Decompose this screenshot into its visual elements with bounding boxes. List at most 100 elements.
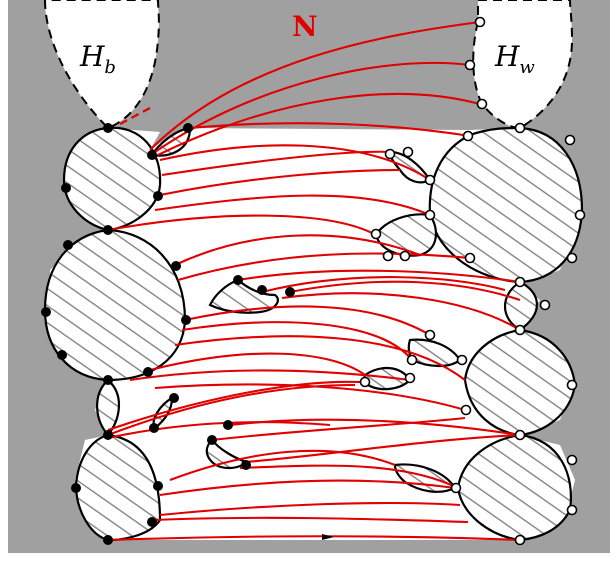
- label-hb: Hb: [79, 40, 116, 78]
- edge: [211, 416, 466, 442]
- vertex-black: [63, 240, 73, 250]
- vertex-black: [103, 430, 113, 440]
- edge: [149, 20, 481, 151]
- vertex-white: [424, 329, 436, 341]
- hb-region: [43, 0, 160, 130]
- edge: [239, 464, 459, 489]
- edge: [174, 234, 421, 266]
- vertex-black: [103, 225, 113, 235]
- vertex-white: [382, 250, 394, 262]
- edge: [261, 276, 506, 294]
- vertex-white: [514, 429, 526, 441]
- edge: [149, 352, 366, 376]
- edge: [107, 380, 361, 431]
- vertex-black: [149, 423, 159, 433]
- vertex-white: [464, 252, 476, 264]
- vertex-black: [41, 307, 51, 317]
- white-vertices: [359, 16, 586, 546]
- vertex-white: [514, 122, 526, 134]
- vertex-white: [384, 148, 396, 160]
- edge: [189, 122, 471, 138]
- vertex-white: [566, 454, 578, 466]
- vertex-black: [147, 517, 157, 527]
- black-vertices: [41, 123, 295, 545]
- vertex-black: [171, 261, 181, 271]
- vertex-white: [564, 134, 576, 146]
- edge: [237, 269, 521, 284]
- edge: [177, 252, 471, 282]
- vertex-black: [181, 315, 191, 325]
- vertex-white: [399, 250, 411, 262]
- vertex-black: [233, 275, 243, 285]
- vertex-white: [464, 59, 476, 71]
- vertex-white: [476, 98, 488, 110]
- hw-region: [472, 0, 574, 130]
- vertex-black: [207, 435, 217, 445]
- edge: [181, 321, 413, 361]
- vertex-black: [169, 393, 179, 403]
- edge: [154, 194, 431, 216]
- vertex-white: [474, 16, 486, 28]
- vertex-white: [460, 404, 472, 416]
- vertex-white: [566, 379, 578, 391]
- vertex-black: [257, 285, 267, 295]
- vertex-white: [566, 504, 578, 516]
- label-network: N: [292, 10, 318, 43]
- vertex-black: [61, 183, 71, 193]
- arrow-icon: [322, 534, 334, 540]
- edge: [229, 418, 521, 437]
- edge: [107, 383, 356, 436]
- vertex-white: [404, 372, 416, 384]
- edge: [154, 516, 469, 524]
- vertex-white: [402, 146, 414, 158]
- edge: [154, 61, 471, 153]
- vertex-black: [241, 460, 251, 470]
- edge: [184, 305, 431, 336]
- vertex-black: [103, 535, 113, 545]
- edge: [159, 144, 431, 181]
- vertex-white: [406, 354, 418, 366]
- edge: [107, 214, 377, 236]
- edge: [159, 479, 456, 497]
- vertex-white: [424, 174, 436, 186]
- edge: [281, 292, 521, 331]
- edge: [129, 369, 411, 382]
- vertex-white: [370, 228, 382, 240]
- vertex-black: [223, 420, 233, 430]
- label-hw: Hw: [494, 40, 535, 78]
- vertex-white: [456, 354, 468, 366]
- vertex-black: [153, 481, 163, 491]
- vertex-white: [574, 209, 586, 221]
- vertex-black: [57, 350, 67, 360]
- vertex-black: [143, 367, 153, 377]
- edge: [157, 92, 481, 156]
- vertex-white: [514, 324, 526, 336]
- dashed-edge: [119, 107, 151, 125]
- vertex-black: [103, 123, 113, 133]
- vertex-white: [424, 209, 436, 221]
- vertex-black: [153, 191, 163, 201]
- vertex-black: [71, 483, 81, 493]
- vertex-white: [539, 299, 551, 311]
- vertex-white: [450, 482, 462, 494]
- edge: [159, 168, 401, 197]
- edge: [159, 501, 461, 517]
- vertex-white: [462, 130, 474, 142]
- edge: [169, 449, 396, 481]
- edge: [174, 335, 466, 381]
- edge: [245, 433, 521, 464]
- vertex-white: [514, 534, 526, 546]
- vertex-white: [514, 276, 526, 288]
- vertex-white: [566, 252, 578, 264]
- blob-w9: [393, 463, 457, 493]
- edge: [161, 150, 391, 177]
- blob-w7: [407, 338, 462, 368]
- edge: [289, 280, 521, 301]
- vertex-black: [285, 287, 295, 297]
- vertex-black: [103, 375, 113, 385]
- vertex-white: [359, 376, 371, 388]
- vertex-black: [183, 123, 193, 133]
- vertex-black: [147, 150, 157, 160]
